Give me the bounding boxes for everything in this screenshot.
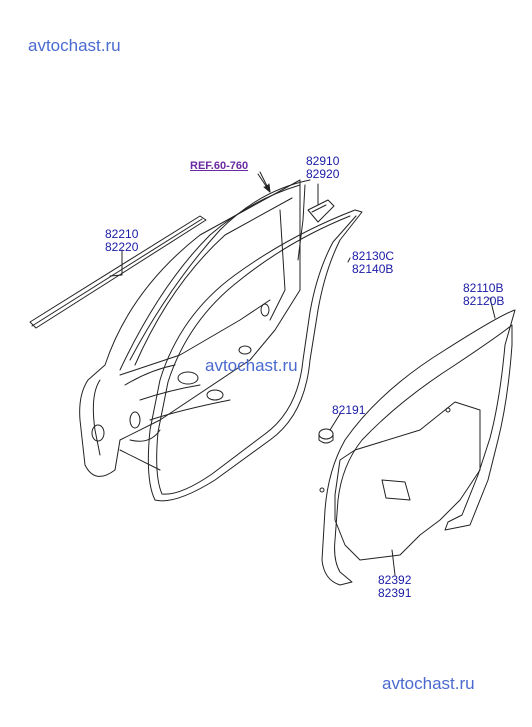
door-frame-shell (79, 179, 301, 477)
outer-door-seal (321, 309, 516, 586)
window-channel-seal (129, 179, 311, 361)
watermark-bottom: avtochast.ru (382, 674, 475, 693)
watermark-top: avtochast.ru (28, 36, 121, 55)
part-code: 82191 (332, 403, 366, 417)
part-code: 82391 (378, 586, 412, 600)
corner-trim-piece (307, 199, 335, 223)
part-code: 82120B (463, 294, 505, 308)
part-code: 82220 (105, 240, 139, 254)
part-code: 82392 (378, 573, 412, 587)
part-label-82110b[interactable]: 82110B 82120B (463, 282, 504, 308)
part-code: 82110B (463, 281, 504, 295)
part-label-82910[interactable]: 82910 82920 (306, 155, 339, 181)
part-code: 82210 (105, 227, 139, 241)
leader-lines (109, 171, 496, 576)
door-weatherstrip (147, 209, 363, 502)
reference-arrow (257, 173, 271, 193)
part-code: 82140B (352, 262, 394, 276)
drain-plug-grommet (318, 428, 334, 444)
part-label-82130c[interactable]: 82130C 82140B (352, 250, 394, 276)
belt-moulding-strip (29, 215, 207, 329)
watermark-center: avtochast.ru (205, 356, 298, 375)
part-code: 82920 (306, 167, 340, 181)
part-label-82210[interactable]: 82210 82220 (105, 228, 138, 254)
part-label-82392[interactable]: 82392 82391 (378, 574, 411, 600)
part-code: 82910 (306, 154, 340, 168)
waterproof-sheet (319, 401, 481, 561)
part-label-82191[interactable]: 82191 (332, 404, 365, 417)
part-code: 82130C (352, 249, 395, 263)
reference-link[interactable]: REF.60-760 (190, 160, 249, 172)
